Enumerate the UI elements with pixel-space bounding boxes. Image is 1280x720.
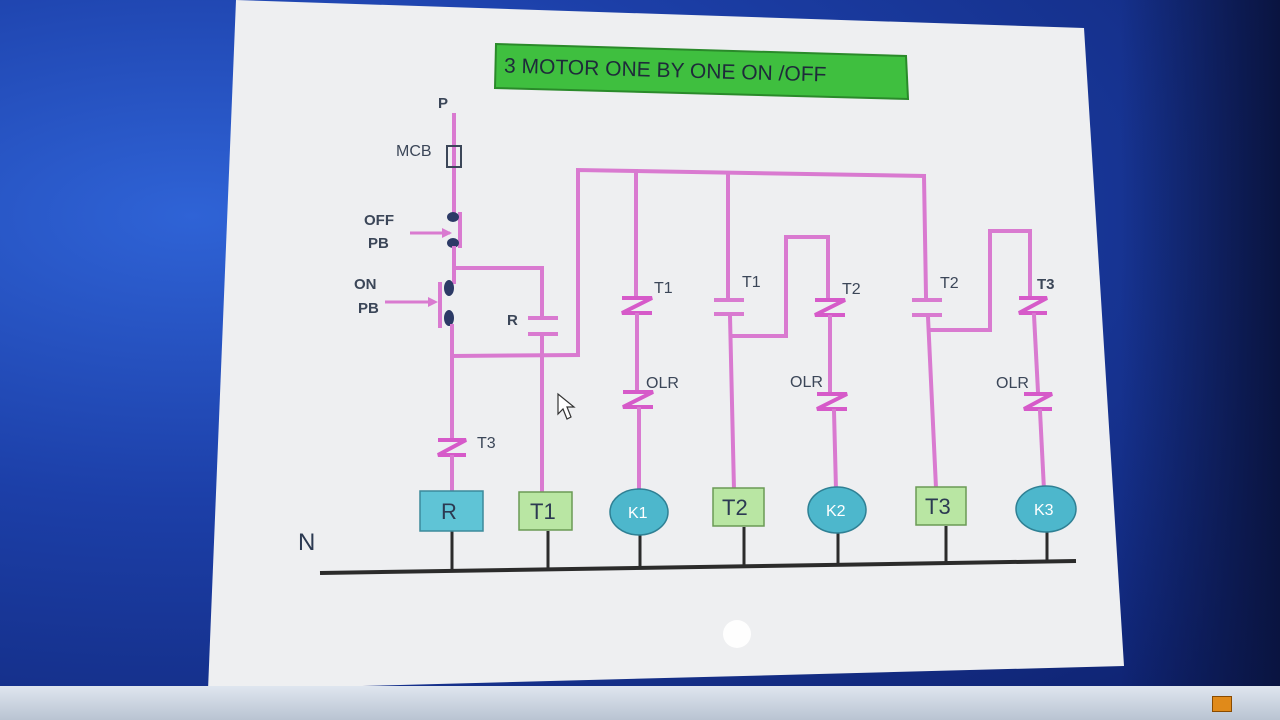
coil-r: R bbox=[419, 490, 484, 532]
olr2-label: OLR bbox=[790, 374, 823, 391]
screen-glare bbox=[723, 620, 751, 648]
r-contact-label: R bbox=[507, 312, 518, 329]
phase-label: P bbox=[438, 95, 448, 112]
svg-text:T1: T1 bbox=[530, 499, 556, 524]
mouse-cursor-icon bbox=[557, 392, 576, 420]
t2-nc-label: T2 bbox=[842, 281, 861, 298]
mcb-symbol bbox=[446, 145, 462, 168]
on-pb-contact-top bbox=[444, 280, 454, 296]
off-pb-contact-top bbox=[447, 212, 459, 222]
tray-app-icon[interactable] bbox=[1212, 696, 1232, 712]
on-pb-label-1: ON bbox=[354, 276, 377, 293]
on-pb-label-2: PB bbox=[358, 300, 379, 317]
olr1-label: OLR bbox=[646, 375, 679, 392]
coil-k2: K2 bbox=[807, 486, 867, 534]
mcb-label: MCB bbox=[396, 143, 432, 160]
coil-t3: T3 bbox=[915, 486, 967, 526]
t3-nc-label: T3 bbox=[477, 435, 496, 452]
coil-t1: T1 bbox=[518, 491, 573, 531]
on-pb-contact-bottom bbox=[444, 310, 454, 326]
off-pb-label-2: PB bbox=[368, 235, 389, 252]
slide-background bbox=[208, 0, 1124, 690]
neutral-label: N bbox=[298, 529, 315, 556]
olr3-label: OLR bbox=[996, 375, 1029, 392]
coil-k3: K3 bbox=[1015, 485, 1077, 533]
t1-no-label: T1 bbox=[742, 274, 761, 291]
coil-k1: K1 bbox=[609, 488, 669, 536]
off-pb-contact-bottom bbox=[447, 238, 459, 248]
coil-t2: T2 bbox=[712, 487, 765, 527]
t3-nc-right-label: T3 bbox=[1037, 276, 1055, 293]
title-box: 3 MOTOR ONE BY ONE ON /OFF bbox=[493, 42, 910, 101]
svg-text:K3: K3 bbox=[1034, 502, 1054, 519]
svg-text:R: R bbox=[441, 499, 457, 524]
taskbar bbox=[0, 686, 1280, 720]
control-wiring: P MCB OFF PB ON PB R T3 bbox=[354, 95, 1055, 494]
monitor-bezel-shadow bbox=[1120, 0, 1280, 720]
coil-feet bbox=[450, 526, 1049, 569]
neutral-line bbox=[319, 559, 1077, 575]
svg-text:T3: T3 bbox=[925, 494, 951, 519]
t2-no-label: T2 bbox=[940, 275, 959, 292]
svg-text:K1: K1 bbox=[628, 505, 648, 522]
off-pb-label-1: OFF bbox=[364, 212, 394, 229]
svg-text:K2: K2 bbox=[826, 503, 846, 520]
t1-nc-label: T1 bbox=[654, 280, 673, 297]
svg-text:T2: T2 bbox=[722, 495, 748, 520]
